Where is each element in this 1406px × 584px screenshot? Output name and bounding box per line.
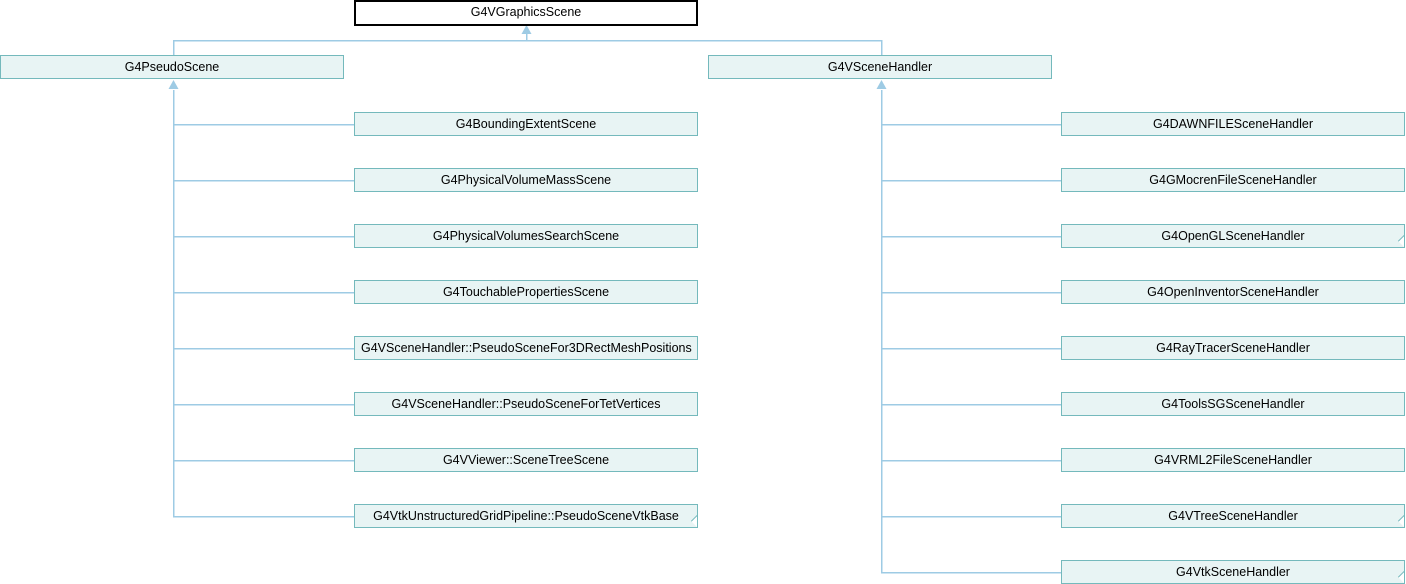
class-node-vtk-scene-handler[interactable]: G4VtkSceneHandler xyxy=(1061,560,1405,584)
class-node-label: G4VSceneHandler::PseudoSceneFor3DRectMes… xyxy=(361,341,692,355)
class-node-vrml2-file-scene-handler[interactable]: G4VRML2FileSceneHandler xyxy=(1061,448,1405,472)
class-node-pseudo-scene-for-3d-rect-mesh-positions[interactable]: G4VSceneHandler::PseudoSceneFor3DRectMes… xyxy=(354,336,698,360)
class-node-label: G4VtkUnstructuredGridPipeline::PseudoSce… xyxy=(373,509,679,523)
class-node-toolssg-scene-handler[interactable]: G4ToolsSGSceneHandler xyxy=(1061,392,1405,416)
class-node-label: G4PhysicalVolumesSearchScene xyxy=(432,229,620,243)
arrowhead-to-root xyxy=(521,25,532,34)
arrowhead-to-scene-handler xyxy=(876,80,887,89)
class-node-vtree-scene-handler[interactable]: G4VTreeSceneHandler xyxy=(1061,504,1405,528)
class-node-opengl-scene-handler[interactable]: G4OpenGLSceneHandler xyxy=(1061,224,1405,248)
class-node-label: G4VGraphicsScene xyxy=(470,5,582,19)
class-node-label: G4OpenInventorSceneHandler xyxy=(1147,285,1319,299)
class-node-label: G4RayTracerSceneHandler xyxy=(1156,341,1310,355)
class-node-label: G4VTreeSceneHandler xyxy=(1168,509,1298,523)
class-node-scene-handler[interactable]: G4VSceneHandler xyxy=(708,55,1052,79)
class-node-label: G4PseudoScene xyxy=(124,60,220,74)
class-node-pseudo-scene-for-tet-vertices[interactable]: G4VSceneHandler::PseudoSceneForTetVertic… xyxy=(354,392,698,416)
class-node-pseudo-scene[interactable]: G4PseudoScene xyxy=(0,55,344,79)
class-node-label: G4VSceneHandler xyxy=(827,60,933,74)
class-node-label: G4OpenGLSceneHandler xyxy=(1161,229,1305,243)
class-node-bounding-extent-scene[interactable]: G4BoundingExtentScene xyxy=(354,112,698,136)
class-node-label: G4VtkSceneHandler xyxy=(1176,565,1290,579)
class-node-root[interactable]: G4VGraphicsScene xyxy=(354,0,698,26)
class-node-pseudo-scene-vtk-base[interactable]: G4VtkUnstructuredGridPipeline::PseudoSce… xyxy=(354,504,698,528)
class-node-physical-volume-mass-scene[interactable]: G4PhysicalVolumeMassScene xyxy=(354,168,698,192)
class-node-label: G4TouchablePropertiesScene xyxy=(442,285,610,299)
class-node-label: G4BoundingExtentScene xyxy=(455,117,597,131)
class-node-physical-volumes-search-scene[interactable]: G4PhysicalVolumesSearchScene xyxy=(354,224,698,248)
class-node-ray-tracer-scene-handler[interactable]: G4RayTracerSceneHandler xyxy=(1061,336,1405,360)
class-node-label: G4ToolsSGSceneHandler xyxy=(1161,397,1305,411)
class-node-gmocren-file-scene-handler[interactable]: G4GMocrenFileSceneHandler xyxy=(1061,168,1405,192)
class-node-label: G4VViewer::SceneTreeScene xyxy=(442,453,610,467)
class-node-label: G4DAWNFILESceneHandler xyxy=(1152,117,1314,131)
class-node-label: G4VRML2FileSceneHandler xyxy=(1154,453,1312,467)
class-node-dawnfile-scene-handler[interactable]: G4DAWNFILESceneHandler xyxy=(1061,112,1405,136)
class-node-open-inventor-scene-handler[interactable]: G4OpenInventorSceneHandler xyxy=(1061,280,1405,304)
class-node-scene-tree-scene[interactable]: G4VViewer::SceneTreeScene xyxy=(354,448,698,472)
class-node-touchable-properties-scene[interactable]: G4TouchablePropertiesScene xyxy=(354,280,698,304)
arrowhead-to-pseudo-scene xyxy=(168,80,179,89)
class-node-label: G4PhysicalVolumeMassScene xyxy=(440,173,612,187)
class-node-label: G4GMocrenFileSceneHandler xyxy=(1149,173,1317,187)
class-node-label: G4VSceneHandler::PseudoSceneForTetVertic… xyxy=(391,397,661,411)
